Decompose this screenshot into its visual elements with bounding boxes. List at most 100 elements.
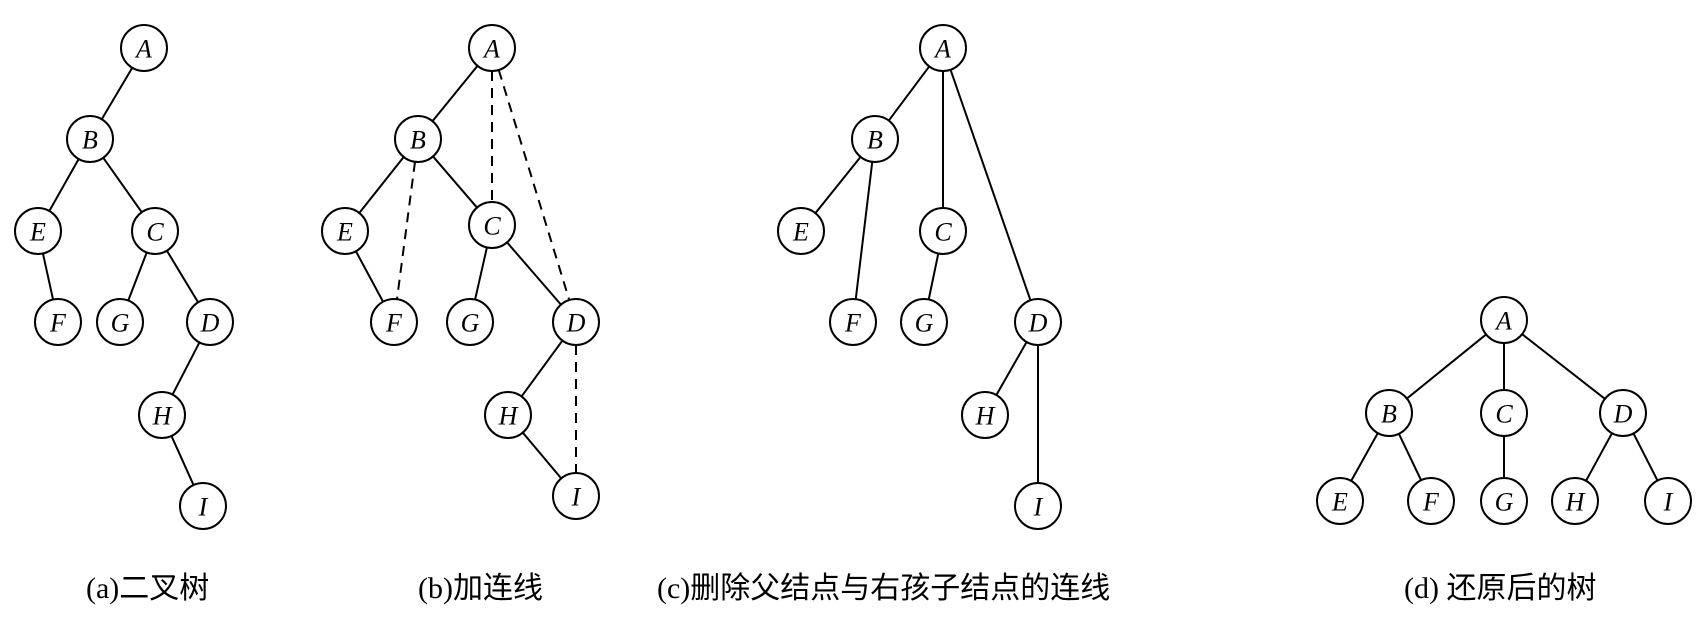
caption-a: (a)二叉树: [86, 572, 209, 605]
node-I: I: [179, 482, 227, 530]
node-D: D: [186, 298, 234, 346]
node-label: I: [198, 493, 209, 522]
node-D: D: [1014, 298, 1062, 346]
edge-B-E: [814, 156, 862, 214]
node-circle: [321, 207, 369, 255]
node-circle: [919, 24, 967, 72]
edge-A-B: [431, 65, 479, 122]
node-circle: [179, 482, 227, 530]
node-label: I: [1033, 493, 1044, 522]
edge-A-B: [1406, 333, 1487, 400]
edge-E-F: [41, 253, 55, 300]
panel-binary-tree: A B E F C G D H I: [14, 24, 234, 530]
edge-C-D: [166, 250, 199, 303]
edge-D-I: [1632, 433, 1659, 481]
node-label: E: [336, 218, 353, 247]
node-label: C: [483, 212, 501, 241]
node-A: A: [919, 24, 967, 72]
node-label: F: [49, 309, 67, 338]
edge-A-D: [1521, 333, 1606, 400]
node-label: A: [134, 35, 152, 64]
node-E: E: [14, 207, 62, 255]
node-circle: [394, 115, 442, 163]
node-label: B: [1381, 400, 1397, 429]
edge-B-C: [432, 155, 478, 209]
dashed-edge-B-F: [395, 161, 417, 300]
dashed-edge-A-D: [497, 69, 571, 301]
node-circle: [1014, 298, 1062, 346]
node-D: D: [1599, 389, 1647, 437]
node-A: A: [468, 24, 516, 72]
node-H: H: [961, 391, 1009, 439]
edge-D-H: [171, 341, 201, 396]
node-D: D: [552, 298, 600, 346]
node-circle: [66, 115, 114, 163]
node-circle: [370, 298, 418, 346]
node-label: C: [146, 218, 164, 247]
node-circle: [1365, 389, 1413, 437]
node-label: D: [1613, 400, 1633, 429]
edge-H-I: [522, 431, 562, 480]
node-G: G: [96, 298, 144, 346]
node-G: G: [446, 298, 494, 346]
node-label: F: [1422, 488, 1440, 517]
node-label: H: [1565, 488, 1586, 517]
caption-d: (d) 还原后的树: [1404, 572, 1596, 605]
node-circle: [552, 298, 600, 346]
node-label: C: [934, 218, 952, 247]
node-I: I: [1014, 482, 1062, 530]
node-circle: [138, 391, 186, 439]
node-circle: [851, 115, 899, 163]
node-A: A: [1480, 296, 1528, 344]
node-label: G: [1495, 488, 1514, 517]
node-circle: [961, 391, 1009, 439]
node-label: G: [111, 309, 130, 338]
edge-B-F: [854, 161, 874, 300]
node-B: B: [1365, 389, 1413, 437]
node-circle: [34, 298, 82, 346]
node-circle: [552, 472, 600, 520]
edge-A-D: [949, 69, 1032, 301]
node-circle: [14, 207, 62, 255]
edge-B-E: [48, 158, 80, 212]
node-label: F: [844, 309, 862, 338]
node-label: D: [200, 309, 220, 338]
edge-H-I: [170, 435, 195, 486]
node-label: D: [1028, 309, 1048, 338]
node-circle: [468, 24, 516, 72]
edge-B-F: [1398, 433, 1422, 481]
node-G: G: [900, 298, 948, 346]
caption-c: (c)删除父结点与右孩子结点的连线: [657, 572, 1110, 605]
node-circle: [1644, 477, 1692, 525]
node-F: F: [370, 298, 418, 346]
node-label: D: [566, 309, 586, 338]
node-F: F: [829, 298, 877, 346]
node-label: G: [915, 309, 934, 338]
edge-D-H: [1585, 432, 1613, 482]
node-circle: [186, 298, 234, 346]
node-label: I: [571, 483, 582, 512]
node-F: F: [1407, 477, 1455, 525]
node-H: H: [138, 391, 186, 439]
node-label: A: [933, 35, 951, 64]
node-label: E: [792, 218, 809, 247]
edge-C-G: [927, 253, 940, 300]
edge-A-B: [887, 65, 931, 122]
edge-D-H: [520, 339, 564, 398]
node-label: B: [82, 126, 98, 155]
node-H: H: [1551, 477, 1599, 525]
edge-C-G: [474, 247, 488, 300]
node-C: C: [1480, 389, 1528, 437]
node-I: I: [1644, 477, 1692, 525]
node-circle: [1014, 482, 1062, 530]
node-C: C: [919, 207, 967, 255]
node-E: E: [321, 207, 369, 255]
node-E: E: [777, 207, 825, 255]
node-B: B: [66, 115, 114, 163]
node-circle: [131, 207, 179, 255]
node-circle: [446, 298, 494, 346]
